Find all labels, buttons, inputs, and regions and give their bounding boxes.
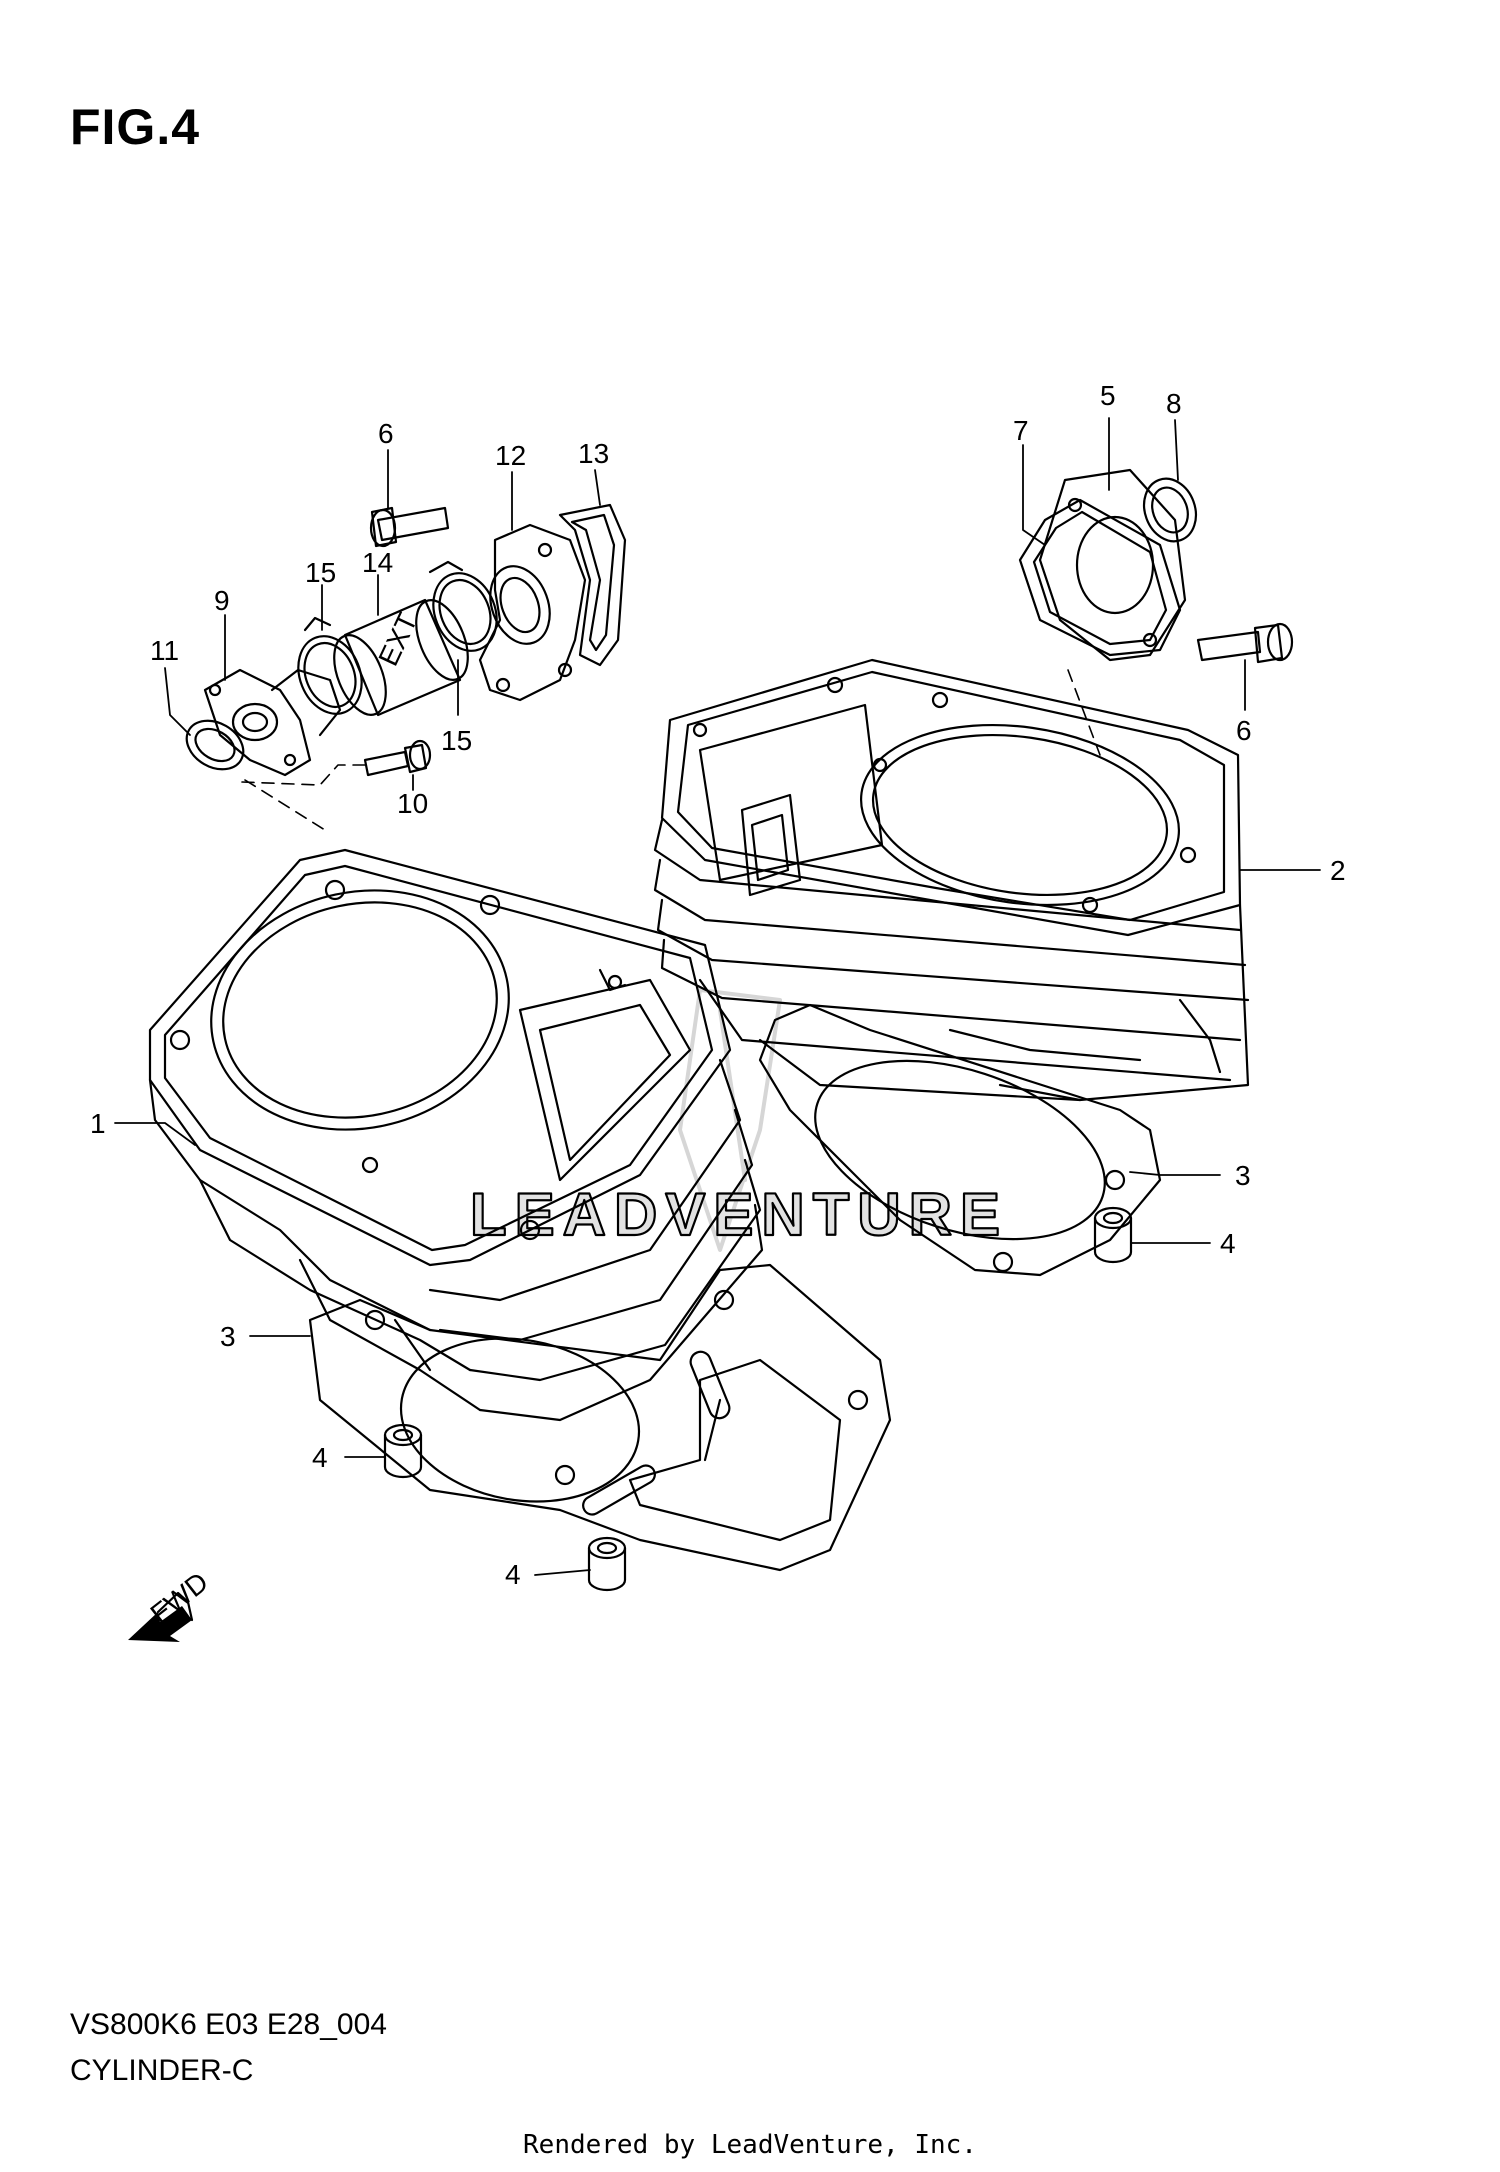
figure-title: FIG.4	[70, 99, 201, 155]
assembly-lines	[241, 669, 1101, 831]
bolt-upper	[369, 506, 450, 548]
callout-13: 13	[578, 438, 609, 469]
callout-2: 2	[1330, 855, 1346, 886]
callout-15: 15	[441, 725, 472, 756]
dowel-pin-lower	[587, 1536, 627, 1592]
fwd-arrow-icon: FWD	[128, 1566, 214, 1642]
callout-3: 3	[1235, 1160, 1251, 1191]
front-base-gasket	[308, 1263, 892, 1572]
bolt-front	[363, 739, 432, 777]
callout-9: 9	[214, 585, 230, 616]
o-ring	[185, 719, 245, 771]
rear-o-ring	[1142, 477, 1198, 543]
hose-clamp	[297, 616, 363, 715]
section-name: CYLINDER-C	[70, 2054, 254, 2087]
callout-4: 4	[312, 1442, 328, 1473]
callout-3: 3	[220, 1321, 236, 1352]
callout-1: 1	[90, 1108, 106, 1139]
rear-base-gasket	[758, 1003, 1162, 1277]
footer-credit: Rendered by LeadVenture, Inc.	[523, 2130, 977, 2160]
hose-clamp	[428, 560, 498, 652]
callouts: 1 2 3 3 4 4 4 5 6 6 7 8 9	[90, 380, 1346, 1590]
callout-7: 7	[1013, 415, 1029, 446]
callout-6: 6	[378, 418, 394, 449]
outlet-gasket	[558, 503, 627, 667]
callout-10: 10	[397, 788, 428, 819]
water-outlet-housing	[478, 523, 587, 702]
bolt-rear	[1196, 622, 1294, 664]
callout-11: 11	[150, 635, 179, 666]
callout-4: 4	[505, 1559, 521, 1590]
callout-14: 14	[362, 547, 393, 578]
callout-6: 6	[1236, 715, 1252, 746]
rear-outlet-gasket	[1018, 498, 1182, 657]
callout-15: 15	[305, 557, 336, 588]
callout-8: 8	[1166, 388, 1182, 419]
callout-4: 4	[1220, 1228, 1236, 1259]
water-outlet-flange	[203, 668, 342, 777]
dowel-pin-middle	[383, 1423, 423, 1479]
rear-cylinder	[653, 658, 1250, 1102]
callout-5: 5	[1100, 380, 1116, 411]
dowel-pin-upper	[1093, 1206, 1133, 1264]
front-cylinder	[148, 848, 764, 1422]
model-code: VS800K6 E03 E28_004	[70, 2008, 387, 2041]
callout-12: 12	[495, 440, 526, 471]
